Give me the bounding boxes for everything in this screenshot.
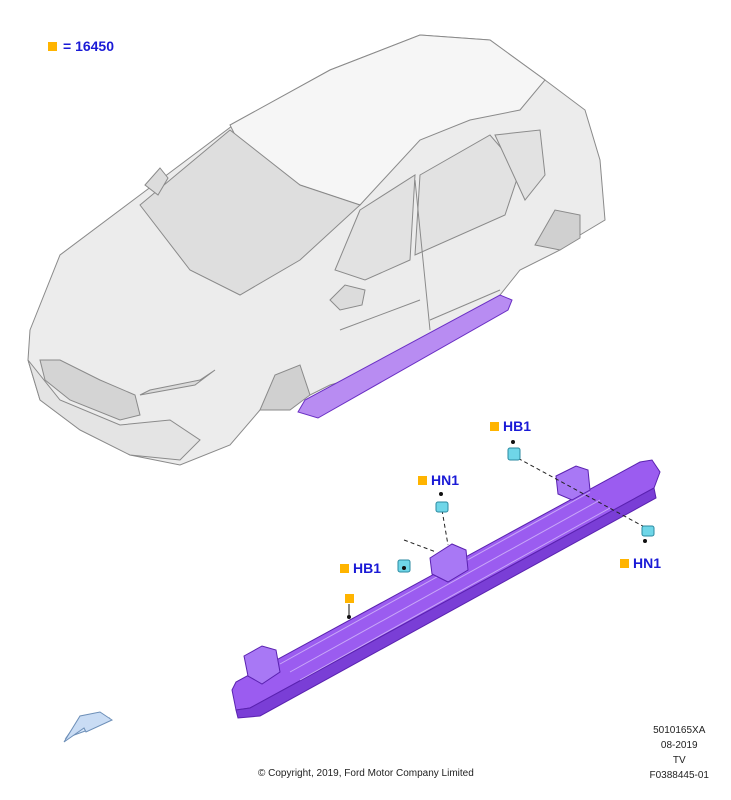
legend-label: = 16450 [63,38,114,54]
installed-board-shape [297,294,513,419]
mounting-bracket-right [555,465,591,501]
leader-hb1-top [511,454,651,531]
door-line-1 [339,299,421,331]
mounting-bracket-middle [429,543,469,583]
mounting-bracket-left [243,645,281,685]
board-side-edge [235,487,657,719]
figure-meta: 5010165XA 08-2019 TV F0388445-01 [650,723,710,783]
ref-date: 08-2019 [660,740,698,751]
copyright: © Copyright, 2019, Ford Motor Company Li… [258,768,474,779]
legend-marker-icon [48,41,57,51]
callout-hb1-top[interactable]: HB1 [490,418,531,434]
callout-label: HB1 [353,560,382,576]
callout-marker-icon [418,475,427,485]
ref-code: TV [672,755,686,766]
callout-dot-hn1-right [643,539,647,543]
callout-marker-icon [340,563,349,573]
figure-number: F0388445-01 [649,770,710,781]
door-seam [414,179,431,331]
bolt-hb1-top [507,447,521,461]
installed-running-board [297,294,513,419]
callout-hn1-top[interactable]: HN1 [418,472,459,488]
callout-label: HN1 [431,472,460,488]
callout-marker-icon [490,421,499,431]
leader-hb1-left [403,539,437,553]
callout-dot-hb1-top [511,440,515,444]
vehicle-illustration [27,34,606,466]
front-grille [39,359,141,421]
callout-board[interactable] [345,594,354,603]
callout-dot-hn1-top [439,492,443,496]
board-tread-ribs [279,491,611,681]
direction-arrow [63,711,114,743]
callout-marker-icon [620,558,629,568]
headlamp [139,369,216,396]
callout-marker-icon [345,594,354,603]
callout-hb1-left[interactable]: HB1 [340,560,381,576]
rear-mirror-stub [144,167,169,196]
front-fascia [27,359,201,461]
callout-hn1-right[interactable]: HN1 [620,555,661,571]
callout-label: HB1 [503,418,532,434]
front-wheel-arch [259,364,311,411]
legend: = 16450 [48,38,114,54]
callout-dot-hb1-left [402,566,406,570]
door-line-2 [429,289,501,321]
side-window-front [334,174,416,281]
callout-label: HN1 [633,555,662,571]
windshield [139,129,361,296]
side-mirror [329,284,366,311]
side-window-rear [414,134,521,256]
fasteners [347,440,655,619]
nut-hn1-right [641,525,655,537]
rear-wheel-arch [534,209,581,251]
rear-quarter-window [494,129,546,201]
nut-hn1-top [435,501,449,513]
leader-hn1-top [441,509,449,546]
ref-number: 5010165XA [653,725,706,736]
exploded-running-board [231,459,661,719]
